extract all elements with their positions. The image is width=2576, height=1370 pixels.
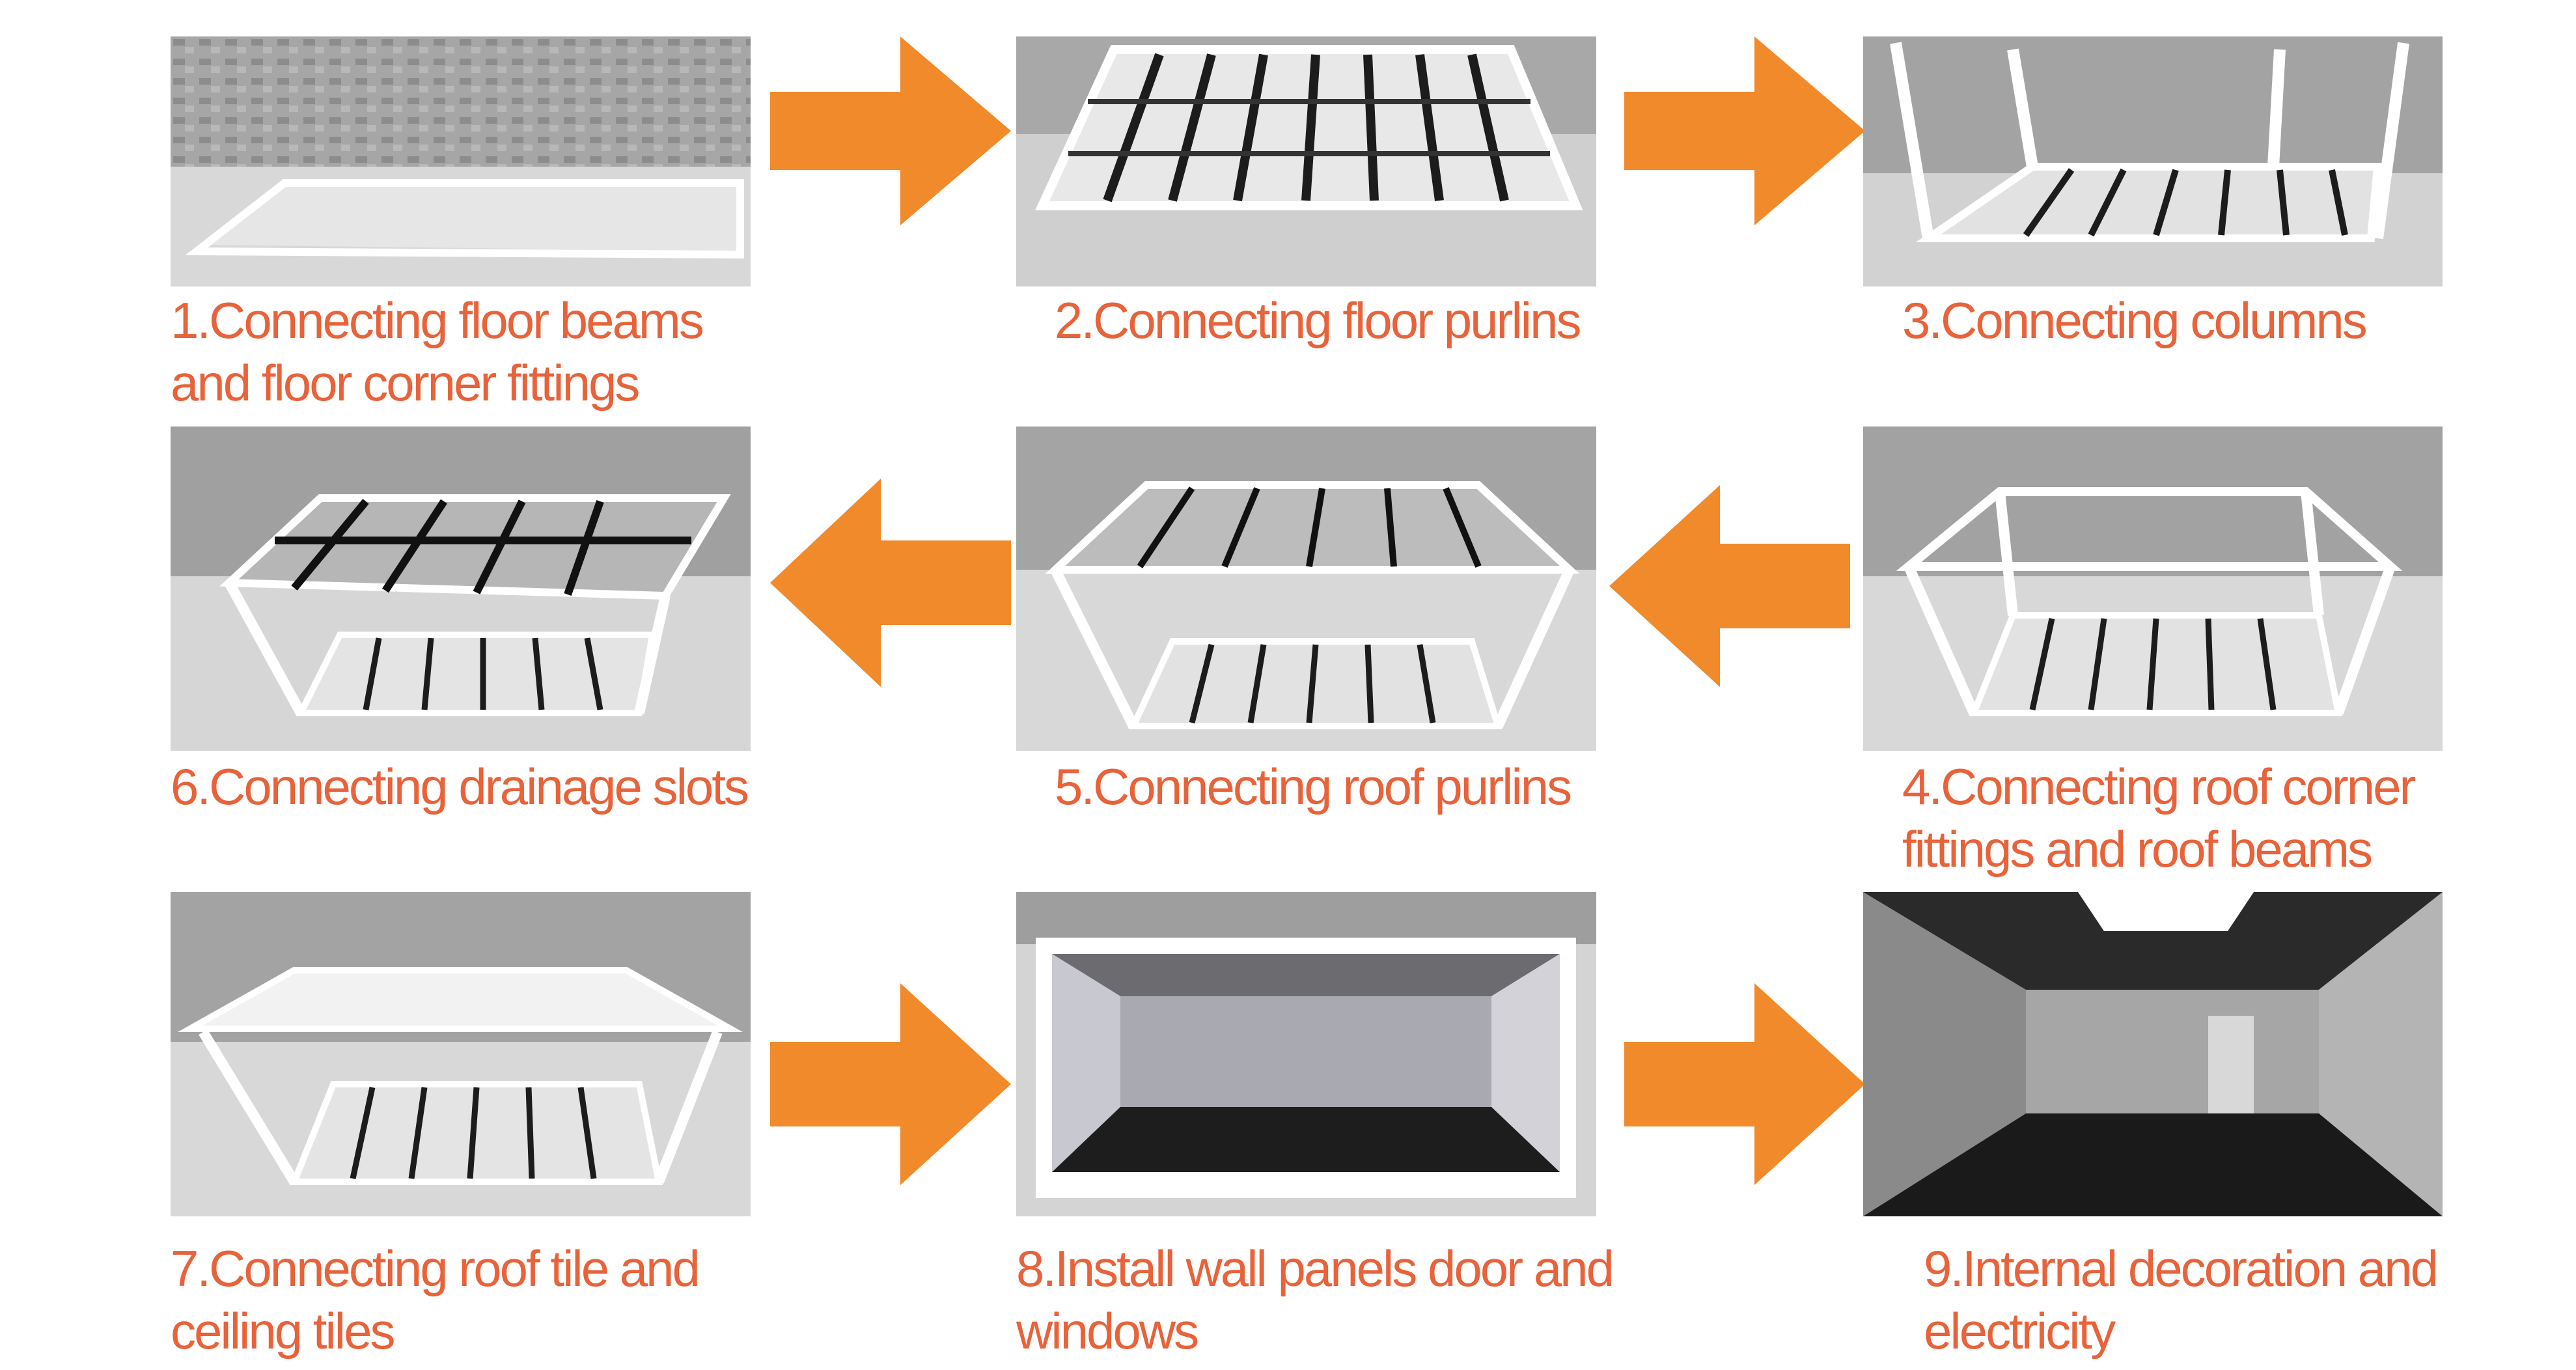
step-2-caption-line-1: 2.Connecting floor purlins [1055, 292, 1582, 349]
step-6-photo [171, 426, 751, 751]
step-2-photo [1016, 36, 1596, 287]
step-9-photo [1863, 892, 2443, 1216]
step-4-caption-line-1: 4.Connecting roof corner [1902, 758, 2416, 815]
step-1-photo [171, 36, 751, 287]
arrow-right-3 [770, 983, 1011, 1185]
step-3-caption-line-1: 3.Connecting columns [1902, 292, 2368, 349]
step-7-caption: 7.Connecting roof tile and ceiling tiles [171, 1237, 700, 1362]
step-7-caption-line-2: ceiling tiles [171, 1302, 396, 1360]
step-3-caption: 3.Connecting columns [1902, 289, 2368, 352]
step-4-caption-line-2: fittings and roof beams [1902, 820, 2373, 878]
step-3-photo [1863, 36, 2443, 287]
step-4-photo [1863, 426, 2443, 751]
arrow-left-1 [1609, 485, 1850, 687]
step-5-photo [1016, 426, 1596, 751]
step-1-caption-line-2: and floor corner fittings [171, 354, 640, 412]
step-8-photo [1016, 892, 1596, 1216]
step-5-caption-line-1: 5.Connecting roof purlins [1055, 758, 1572, 815]
arrow-right-4 [1624, 983, 1865, 1185]
arrow-right-2 [1624, 36, 1865, 225]
step-7-caption-line-1: 7.Connecting roof tile and [171, 1240, 700, 1297]
step-9-caption: 9.Internal decoration and electricity [1924, 1237, 2439, 1362]
step-8-caption: 8.Install wall panels door and windows [1016, 1237, 1614, 1362]
arrow-left-2 [770, 479, 1011, 687]
step-9-caption-line-2: electricity [1924, 1302, 2116, 1360]
step-9-caption-line-1: 9.Internal decoration and [1924, 1240, 2439, 1297]
step-5-caption: 5.Connecting roof purlins [1055, 755, 1572, 818]
step-6-caption-line-1: 6.Connecting drainage slots [171, 758, 749, 815]
step-2-caption: 2.Connecting floor purlins [1055, 289, 1582, 352]
step-4-caption: 4.Connecting roof corner fittings and ro… [1902, 755, 2416, 880]
step-8-caption-line-2: windows [1016, 1302, 1199, 1360]
step-7-photo [171, 892, 751, 1216]
step-1-caption: 1.Connecting floor beams and floor corne… [171, 289, 704, 414]
step-6-caption: 6.Connecting drainage slots [171, 755, 749, 818]
step-8-caption-line-1: 8.Install wall panels door and [1016, 1240, 1614, 1297]
step-1-caption-line-1: 1.Connecting floor beams [171, 292, 704, 349]
arrow-right-1 [770, 36, 1011, 225]
